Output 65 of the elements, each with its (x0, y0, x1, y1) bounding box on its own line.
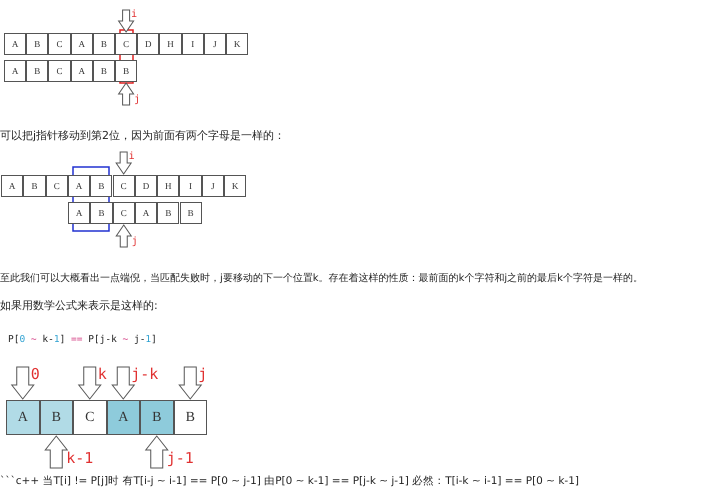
hollow-arrow (44, 435, 68, 468)
paragraph: 可以把j指针移动到第2位，因为前面有两个字母是一样的： (0, 128, 286, 143)
letter-cell: B (40, 400, 73, 435)
letter-cell: D (137, 33, 160, 55)
edge-label: j (134, 95, 140, 105)
edge-label: j-k (131, 367, 158, 382)
letter-cell: B (157, 202, 180, 224)
letter-cell: A (70, 60, 93, 82)
edge-label: i (128, 152, 135, 162)
letter-cell: B (26, 33, 48, 55)
paragraph: 至此我们可以大概看出一点端倪，当匹配失败时，j要移动的下一个位置k。存在着这样的性质：最前面的k个字符和j之前的最后k个字符是一样的。 (0, 272, 643, 285)
edge-label: k (98, 367, 107, 382)
letter-cell: K (224, 175, 246, 197)
hollow-arrow (111, 366, 136, 400)
letter-cell: J (202, 175, 224, 197)
letter-cell: C (73, 400, 106, 435)
letter-cell: A (68, 202, 90, 224)
letter-cell: A (6, 400, 40, 435)
edge-label: j (198, 367, 208, 382)
letter-cell: A (134, 202, 158, 224)
letter-cell: B (90, 202, 113, 224)
code-line: P[0 ~ k-1] == P[j-k ~ j-1] (8, 334, 157, 345)
letter-cell: B (115, 60, 138, 82)
edge-label: j (132, 237, 138, 247)
letter-cell: B (92, 60, 115, 82)
letter-cell: A (4, 33, 26, 55)
hollow-arrow (178, 366, 202, 400)
letter-cell: B (174, 400, 207, 435)
hollow-arrow (118, 10, 135, 33)
letter-cell: D (134, 175, 158, 197)
letter-cell: H (157, 175, 180, 197)
letter-cell: B (26, 60, 48, 82)
letter-cell: A (68, 175, 90, 197)
letter-cell: B (90, 175, 112, 197)
edge-label: k-1 (66, 451, 94, 466)
hollow-arrow (115, 224, 132, 248)
letter-cell: C (46, 175, 68, 197)
letter-cell: A (4, 60, 26, 82)
hollow-arrow (118, 82, 135, 106)
edge-label: j-1 (166, 451, 194, 466)
letter-cell: B (92, 33, 115, 55)
edge-label: i (131, 10, 138, 20)
letter-cell: B (180, 202, 202, 224)
letter-cell: B (140, 400, 174, 435)
letter-cell: C (48, 60, 71, 82)
letter-cell: A (70, 33, 93, 55)
letter-cell: J (204, 33, 226, 55)
letter-cell: B (23, 175, 46, 197)
letter-cell: A (106, 400, 140, 435)
hollow-arrow (78, 366, 102, 400)
hollow-arrow (144, 435, 169, 468)
hollow-arrow (10, 366, 35, 400)
paragraph: ```c++ 当T[i] != P[j]时 有T[i-j ~ i-1] == P[0 ~ j-1] 由P[0 ~ k-1] == P[j-k ~ j-1] 必然：T[i-k ~ i-1] == P[0 ~ k-1] (0, 474, 579, 488)
letter-cell: C (48, 33, 71, 55)
letter-cell: C (115, 33, 138, 55)
letter-cell: C (112, 175, 135, 197)
letter-cell: K (226, 33, 248, 55)
letter-cell: I (182, 33, 204, 55)
letter-cell: I (179, 175, 202, 197)
paragraph: 如果用数学公式来表示是这样的: (0, 298, 158, 313)
letter-cell: A (1, 175, 24, 197)
letter-cell: C (112, 202, 135, 224)
hollow-arrow (115, 152, 132, 175)
edge-label: 0 (30, 367, 40, 382)
letter-cell: H (159, 33, 182, 55)
